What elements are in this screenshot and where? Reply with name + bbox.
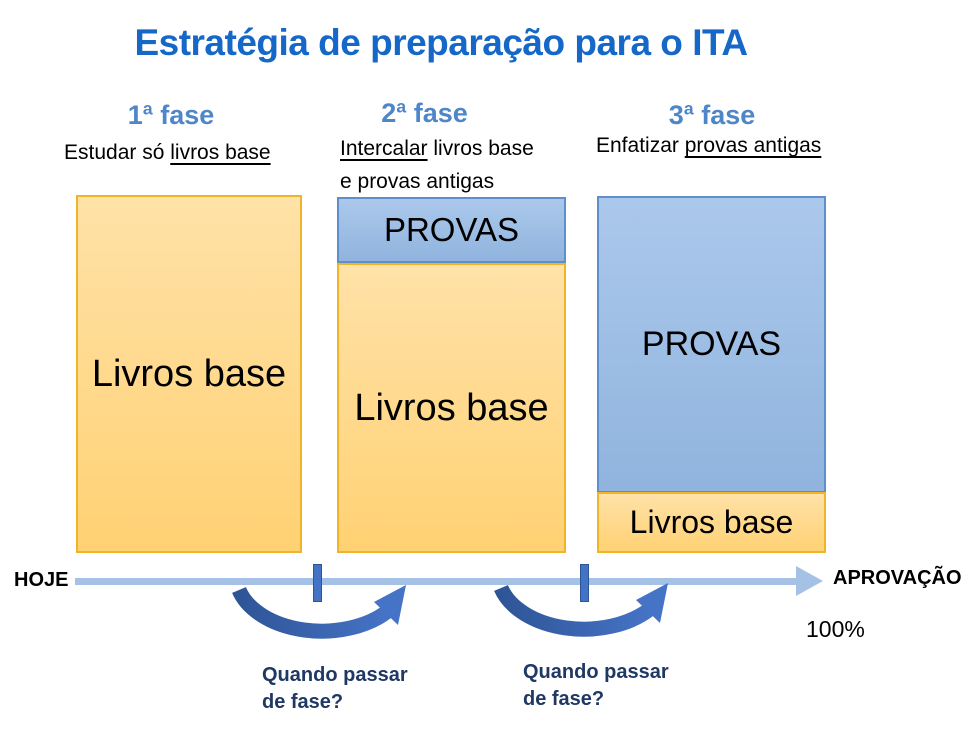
page-title: Estratégia de preparação para o ITA [134,22,748,63]
phase-3-livros-base-box: Livros base [597,492,826,553]
phase-1-desc-plain: Estudar só [64,141,171,164]
timeline-arrowhead-icon [796,566,823,596]
loop-arrow-icon [232,585,406,639]
phase-1-description: Estudar só livros base [64,141,271,165]
phase-1-livros-base-box: Livros base [76,195,302,553]
phase-transition-tick-1 [313,564,322,602]
box-label: Livros base [629,504,794,540]
phase-transition-tick-2 [580,564,589,602]
box-label: Livros base [354,386,549,429]
transition-question-1: Quando passar de fase? [262,662,408,716]
question-line2: de fase? [523,688,605,710]
phase-2-desc-line1: Intercalar livros base [340,132,534,165]
box-label: Livros base [91,352,287,395]
box-label: PROVAS [641,325,782,363]
question-line2: de fase? [262,691,344,713]
phase-1-heading: 1ª fase [127,100,215,130]
phase-2-heading: 2ª fase [381,98,468,128]
phase-3-desc-underlined: provas antigas [684,134,822,157]
phase-2-desc-underlined: Intercalar [340,137,428,160]
timeline-end-value: 100% [806,616,865,642]
question-line1: Quando passar [523,661,669,683]
question-line1: Quando passar [262,664,408,686]
phase-2-provas-box: PROVAS [337,197,566,263]
transition-question-2: Quando passar de fase? [523,659,669,713]
timeline-start-label: HOJE [14,569,69,591]
phase-3-provas-box: PROVAS [597,196,826,493]
phase-1-desc-underlined: livros base [170,141,271,164]
timeline-end-label: APROVAÇÃO [833,567,962,589]
timeline-line [75,578,797,585]
loop-arrow-icon [494,583,668,637]
phase-2-description: Intercalar livros base e provas antigas [340,132,534,198]
phase-3-desc-plain: Enfatizar [596,134,685,157]
phase-3-heading: 3ª fase [668,100,756,130]
phase-3-description: Enfatizar provas antigas [596,134,821,158]
phase-2-desc-line2: e provas antigas [340,170,495,193]
phase-2-desc-plain: livros base [427,137,534,160]
box-label: PROVAS [383,211,520,248]
phase-2-livros-base-box: Livros base [337,263,566,553]
